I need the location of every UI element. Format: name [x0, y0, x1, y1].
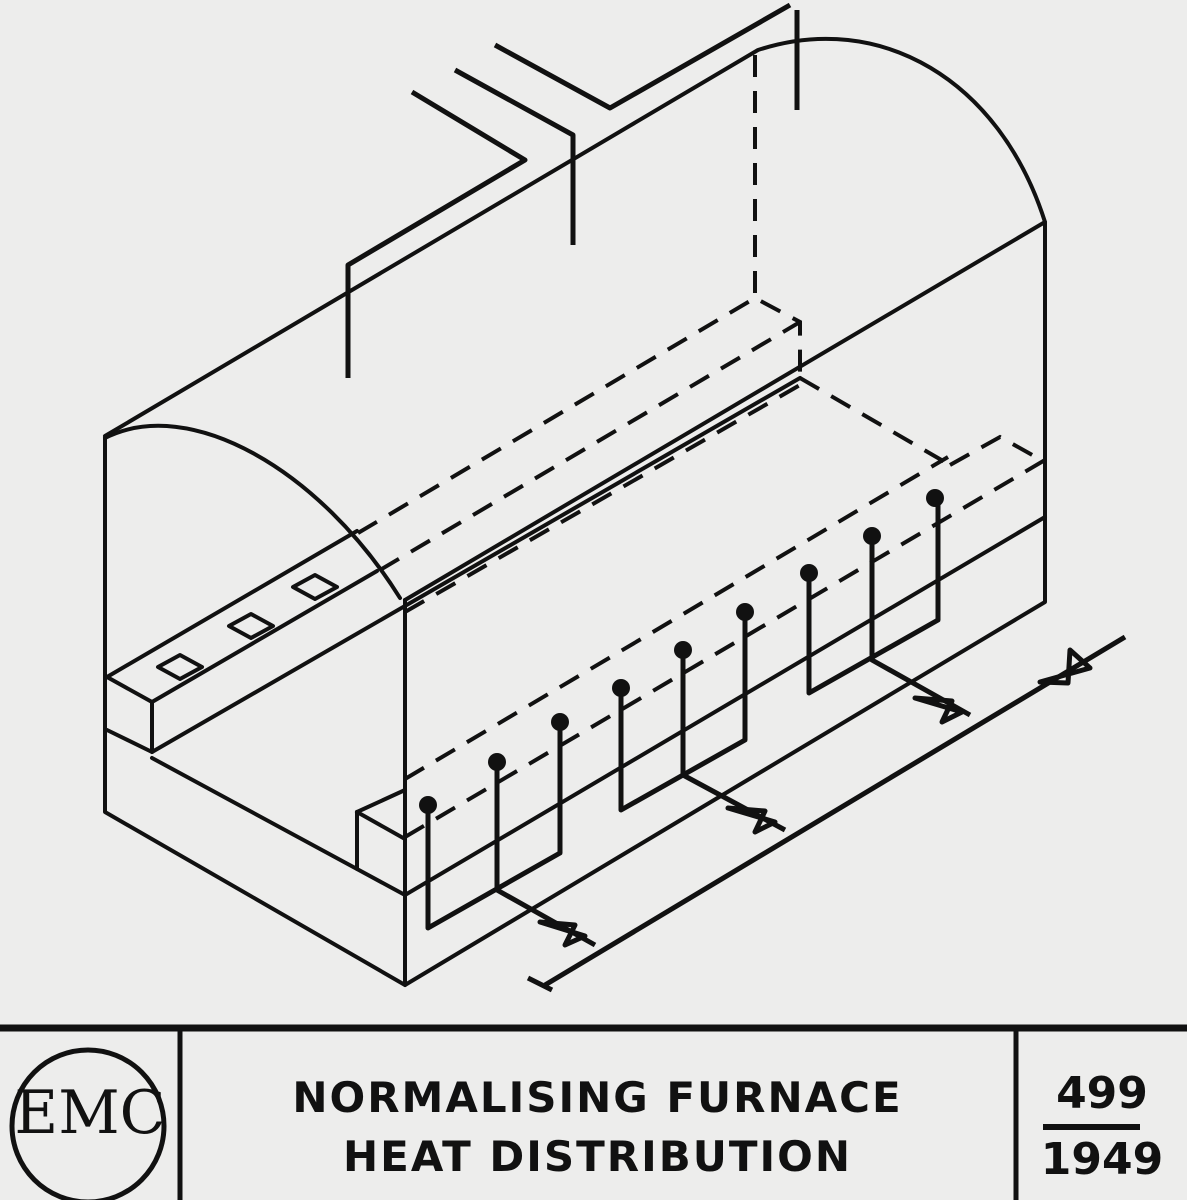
drawing-year: 1949: [1040, 1134, 1164, 1185]
port-3: [291, 573, 339, 601]
drawing-title-line-1: NORMALISING FURNACE: [292, 1073, 903, 1122]
burner-4: [612, 679, 630, 697]
burner-9: [926, 489, 944, 507]
valve-icon: [1037, 647, 1093, 686]
burner-group-3: [800, 489, 972, 725]
burner-2: [488, 753, 506, 771]
title-block-frame: [0, 1024, 1187, 1200]
drawing-number: 499: [1056, 1068, 1148, 1119]
burner-group-1: [419, 713, 597, 948]
main-header: [526, 634, 1127, 993]
company-logo: EMC: [14, 1078, 166, 1148]
logo-circle: [9, 1047, 167, 1200]
valve-icon: [725, 805, 778, 835]
burner-3: [551, 713, 569, 731]
peephole-ports: [156, 573, 339, 681]
port-1: [156, 653, 204, 681]
valve-icon: [537, 919, 588, 948]
burner-7: [800, 564, 818, 582]
burner-group-2: [612, 603, 787, 835]
port-2: [227, 612, 275, 640]
burner-6: [736, 603, 754, 621]
valve-icon: [912, 695, 965, 725]
supply-lines: [345, 2, 800, 378]
burner-8: [863, 527, 881, 545]
drawing-title-line-2: HEAT DISTRIBUTION: [343, 1132, 852, 1181]
burner-1: [419, 796, 437, 814]
burner-5: [674, 641, 692, 659]
